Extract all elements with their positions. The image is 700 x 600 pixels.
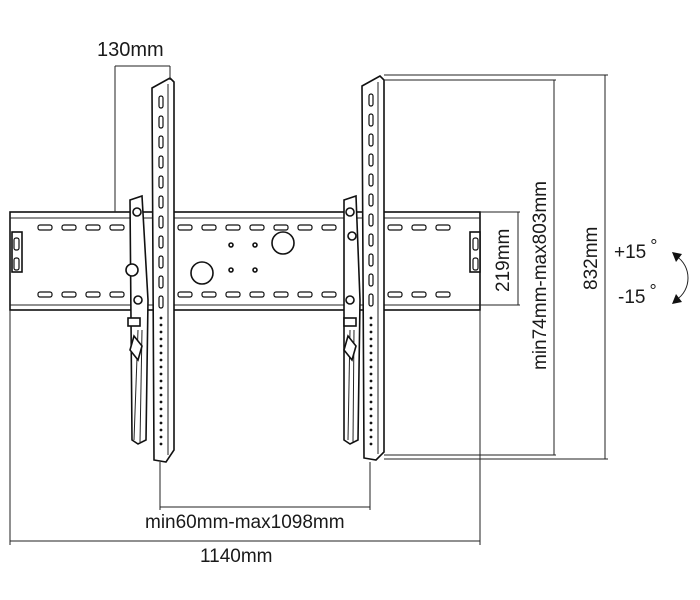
label-arm-height: 832mm [581, 227, 602, 290]
arm-hole [369, 344, 373, 348]
arm-slot [368, 213, 374, 227]
arm-slot [368, 273, 374, 287]
arm-slot [158, 135, 164, 149]
arm-hole [369, 414, 373, 418]
arm-hole [369, 323, 373, 327]
arm-hole [159, 316, 163, 320]
arm-hole [159, 442, 163, 446]
arm-hole [159, 372, 163, 376]
arm-hole [369, 407, 373, 411]
label-arm-depth: 130mm [97, 39, 164, 61]
arm-hole [369, 421, 373, 425]
dim-plate-width [9, 310, 481, 545]
arm-hole [159, 358, 163, 362]
arm-hole [159, 421, 163, 425]
arm-hole [159, 344, 163, 348]
plate-bottom-slots [37, 291, 451, 298]
arm-hole [369, 435, 373, 439]
dim-arm-depth [114, 65, 171, 212]
arm-hole [369, 386, 373, 390]
arm-slot [368, 293, 374, 307]
dim-arm-span [159, 462, 371, 510]
dim-plate-height [480, 211, 520, 306]
arm-slot [368, 173, 374, 187]
plate-hole [271, 231, 295, 255]
arm-hole [159, 407, 163, 411]
arm-slot [158, 175, 164, 189]
arm-hole [159, 337, 163, 341]
arm-hole [369, 351, 373, 355]
left-arm [151, 77, 175, 463]
left-arm-holes [159, 316, 163, 446]
plate-hole [190, 261, 214, 285]
arm-hole [369, 379, 373, 383]
label-plate-height: 219mm [493, 229, 514, 292]
arm-hole [369, 330, 373, 334]
arm-slot [158, 295, 164, 309]
arm-hole [369, 393, 373, 397]
right-arm-holes [369, 316, 373, 446]
arm-slot [158, 275, 164, 289]
arm-hole [369, 400, 373, 404]
arm-hole [159, 400, 163, 404]
dim-arm-height [384, 74, 608, 460]
left-tilt-mechanism [125, 194, 149, 445]
arm-hole [159, 414, 163, 418]
arm-slot [158, 115, 164, 129]
arm-hole [369, 365, 373, 369]
right-arm [361, 75, 385, 461]
wall-plate [9, 211, 481, 311]
arm-hole [159, 393, 163, 397]
arm-slot [158, 215, 164, 229]
arm-hole [159, 386, 163, 390]
arm-slot [368, 113, 374, 127]
arm-hole [369, 358, 373, 362]
arm-hole [159, 379, 163, 383]
arm-slot [368, 133, 374, 147]
arm-slot [158, 195, 164, 209]
arm-hole [369, 428, 373, 432]
arm-slot [158, 255, 164, 269]
arm-slot [158, 235, 164, 249]
arm-slot [158, 95, 164, 109]
arm-hole [369, 337, 373, 341]
arm-hole [159, 330, 163, 334]
arm-slot [368, 253, 374, 267]
right-arm-slots [368, 93, 374, 307]
tilt-arrow-icon [672, 252, 689, 304]
right-tilt-mechanism [343, 194, 361, 445]
label-tilt-down: -15° [618, 281, 657, 308]
arm-hole [159, 428, 163, 432]
label-plate-width: 1140mm [200, 546, 273, 567]
arm-hole [159, 351, 163, 355]
plate-top-slots [37, 224, 451, 231]
arm-slot [368, 153, 374, 167]
label-tilt-up: +15° [614, 236, 657, 263]
arm-hole [159, 435, 163, 439]
arm-hole [159, 365, 163, 369]
arm-slot [368, 233, 374, 247]
dim-vertical-range [384, 79, 556, 456]
label-vertical-range: min74mm-max803mm [530, 181, 551, 370]
arm-hole [369, 316, 373, 320]
arm-slot [368, 93, 374, 107]
arm-slot [158, 155, 164, 169]
arm-hole [369, 442, 373, 446]
left-arm-slots [158, 95, 164, 309]
arm-slot [368, 193, 374, 207]
label-arm-span: min60mm-max1098mm [145, 512, 345, 533]
arm-hole [369, 372, 373, 376]
arm-hole [159, 323, 163, 327]
